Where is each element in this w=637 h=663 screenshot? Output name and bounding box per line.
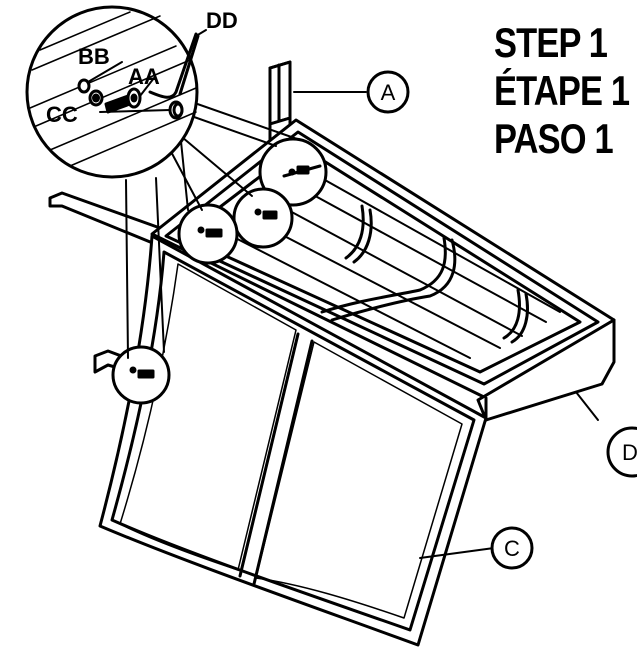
part-c-letter: C (504, 536, 520, 561)
part-d-letter: D (622, 440, 637, 465)
part-c-back-frame (98, 234, 488, 647)
part-a-marker (366, 70, 410, 114)
bolt-aa-icon (104, 87, 142, 114)
bolt-callout-1 (258, 137, 328, 207)
part-c-marker (490, 526, 534, 570)
part-d-marker (606, 426, 637, 478)
nut-cc-icon (168, 100, 184, 120)
washer-bb-icon (77, 78, 104, 107)
bolt-callout-2 (232, 187, 294, 249)
label-aa: AA (128, 64, 160, 89)
step-title-es: PASO 1 (494, 115, 614, 162)
bolt-callout-3 (177, 203, 239, 265)
part-a-letter: A (381, 80, 396, 105)
hardware-magnifier (25, 5, 199, 179)
label-cc: CC (46, 102, 78, 127)
label-dd: DD (206, 8, 238, 33)
step-title-fr: ÉTAPE 1 (494, 67, 630, 114)
leader-lines (87, 29, 599, 559)
zoom-lines (125, 99, 301, 359)
allen-key-dd-icon (148, 32, 200, 99)
bolt-callout-4 (111, 345, 171, 405)
step-title-en: STEP 1 (494, 19, 608, 66)
label-bb: BB (78, 44, 110, 69)
